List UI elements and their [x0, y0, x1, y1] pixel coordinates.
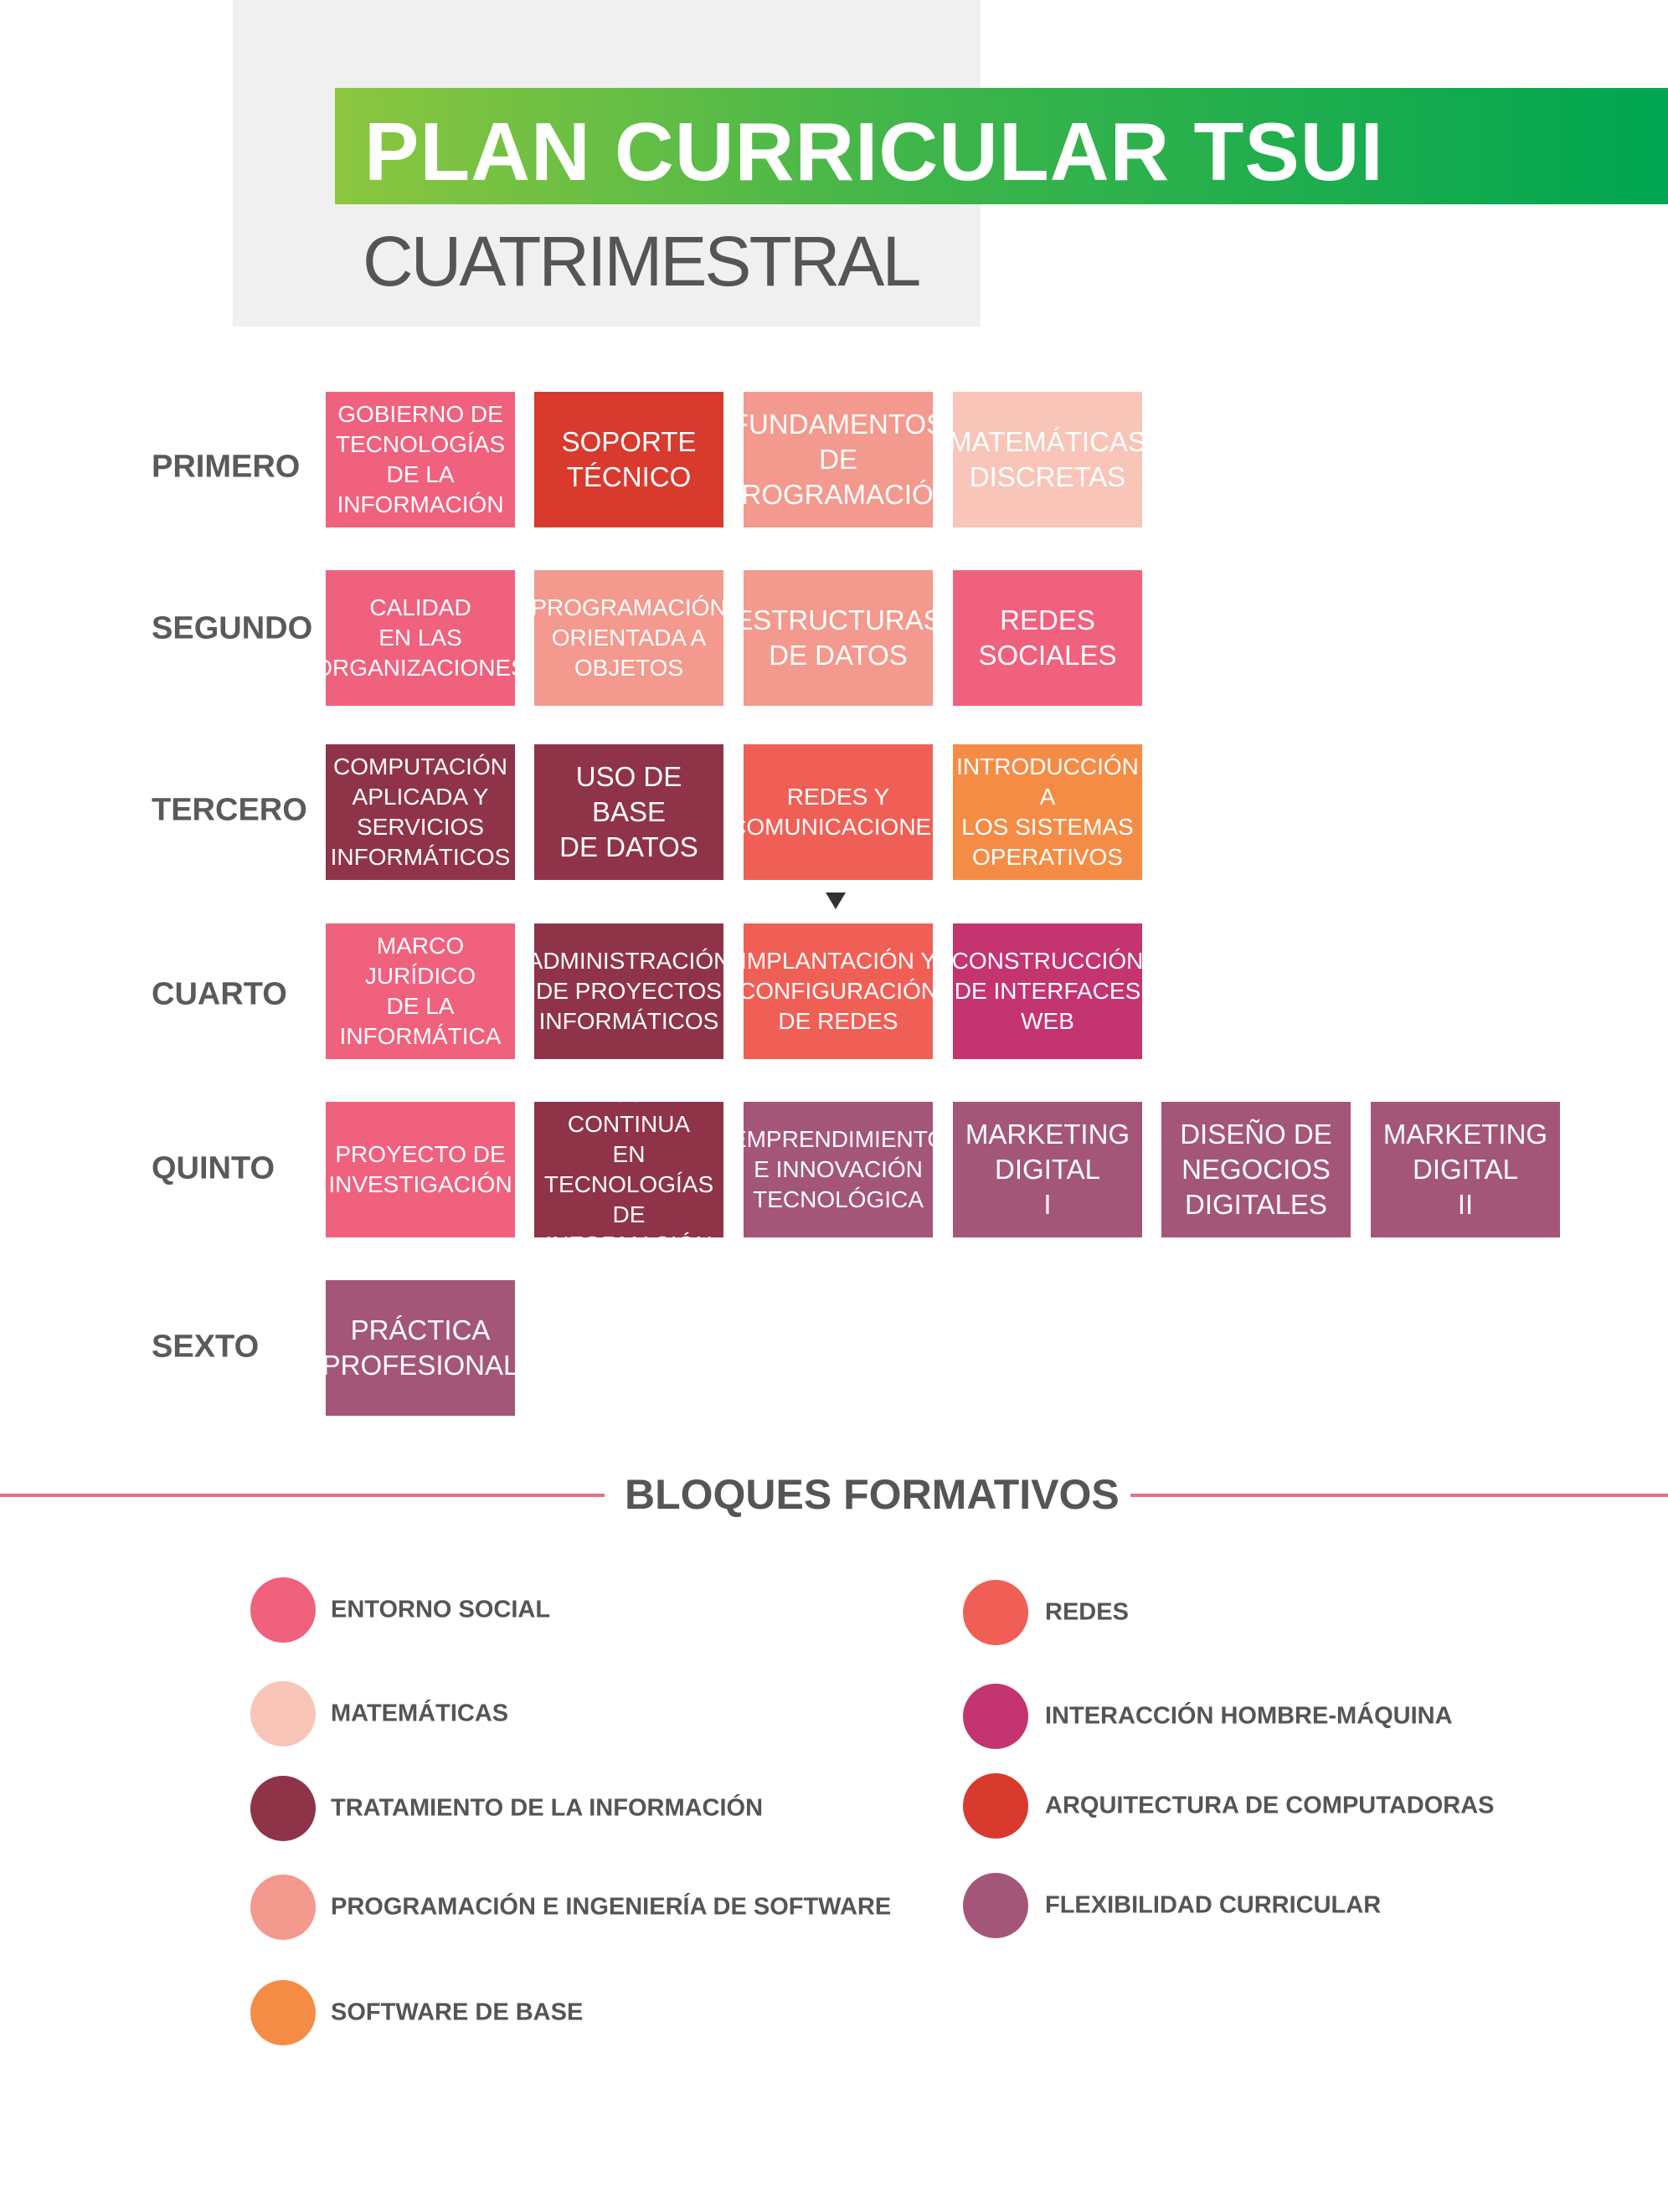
legend-title: BLOQUES FORMATIVOS — [625, 1471, 1120, 1518]
row-label-tercero: TERCERO — [152, 792, 307, 828]
course-box: CONSTRUCCIÓN DE INTERFACES WEB — [953, 923, 1142, 1059]
legend-dot — [963, 1684, 1028, 1749]
course-box: ADMINISTRACIÓN DE PROYECTOS INFORMÁTICOS — [534, 923, 723, 1059]
course-box: PROYECTO DE INVESTIGACIÓN — [326, 1102, 515, 1237]
divider-left — [0, 1494, 605, 1497]
course-box: FUNDAMENTOS DE PROGRAMACIÓN — [744, 392, 933, 527]
course-box: MARCO JURÍDICO DE LA INFORMÁTICA — [326, 923, 515, 1059]
course-box: MARKETING DIGITAL II — [1371, 1102, 1560, 1237]
page-subtitle: CUATRIMESTRAL — [363, 222, 921, 301]
course-box: MEJORA CONTINUA EN TECNOLOGÍAS DE INFORM… — [534, 1102, 723, 1237]
legend-dot — [963, 1773, 1028, 1839]
course-box: DISEÑO DE NEGOCIOS DIGITALES — [1161, 1102, 1351, 1237]
legend-label: ARQUITECTURA DE COMPUTADORAS — [1045, 1792, 1495, 1819]
legend-dot — [963, 1580, 1028, 1645]
row-label-cuarto: CUARTO — [152, 976, 287, 1012]
page-title: PLAN CURRICULAR TSUI — [364, 105, 1384, 198]
legend-label: ENTORNO SOCIAL — [331, 1596, 551, 1623]
row-label-quinto: QUINTO — [152, 1150, 275, 1186]
legend-dot — [250, 1980, 316, 2045]
legend-label: REDES — [1045, 1598, 1129, 1626]
legend-label: INTERACCIÓN HOMBRE-MÁQUINA — [1045, 1702, 1453, 1730]
legend-label: TRATAMIENTO DE LA INFORMACIÓN — [331, 1794, 764, 1822]
course-box: COMPUTACIÓN APLICADA Y SERVICIOS INFORMÁ… — [326, 744, 515, 880]
course-box: CALIDAD EN LAS ORGANIZACIONES — [326, 570, 515, 706]
legend-label: PROGRAMACIÓN E INGENIERÍA DE SOFTWARE — [331, 1893, 892, 1921]
arrow-down-icon — [826, 893, 846, 909]
course-box: MATEMÁTICAS DISCRETAS — [953, 392, 1142, 527]
row-label-sexto: SEXTO — [152, 1329, 260, 1365]
course-box: REDES Y COMUNICACIONES — [744, 744, 933, 880]
course-box: MARKETING DIGITAL I — [953, 1102, 1142, 1237]
row-label-primero: PRIMERO — [152, 449, 301, 485]
legend-dot — [250, 1776, 316, 1841]
course-box: REDES SOCIALES — [953, 570, 1142, 706]
legend-dot — [250, 1875, 316, 1940]
course-box: PROGRAMACIÓN ORIENTADA A OBJETOS — [534, 570, 723, 706]
title-banner — [335, 88, 1668, 204]
course-box: ESTRUCTURAS DE DATOS — [744, 570, 933, 706]
course-box: PRÁCTICA PROFESIONAL — [326, 1280, 515, 1416]
course-box: GOBIERNO DE TECNOLOGÍAS DE LA INFORMACIÓ… — [326, 392, 515, 527]
course-box: INTRODUCCIÓN A LOS SISTEMAS OPERATIVOS — [953, 744, 1142, 880]
legend-dot — [250, 1577, 316, 1643]
divider-right — [1130, 1494, 1668, 1497]
course-box: EMPRENDIMIENTO E INNOVACIÓN TECNOLÓGICA — [744, 1102, 933, 1237]
course-box: SOPORTE TÉCNICO — [534, 392, 723, 527]
legend-label: SOFTWARE DE BASE — [331, 1999, 584, 2026]
legend-dot — [963, 1873, 1028, 1938]
course-box: USO DE BASE DE DATOS — [534, 744, 723, 880]
course-box: IMPLANTACIÓN Y CONFIGURACIÓN DE REDES — [744, 923, 933, 1059]
legend-dot — [250, 1681, 316, 1746]
legend-label: MATEMÁTICAS — [331, 1700, 509, 1727]
row-label-segundo: SEGUNDO — [152, 610, 313, 646]
legend-label: FLEXIBILIDAD CURRICULAR — [1045, 1891, 1382, 1919]
